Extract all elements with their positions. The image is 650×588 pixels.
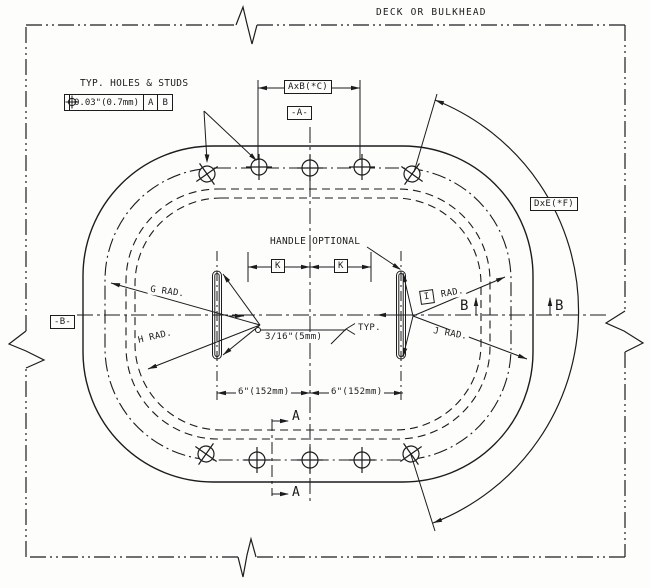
dim-6in-left-label: 6"(152mm) <box>236 387 292 397</box>
stud-hole <box>195 443 217 465</box>
cover-plate-outline <box>82 145 534 483</box>
datum-b-flag: -B- <box>50 315 76 329</box>
dim-6in-right-label: 6"(152mm) <box>329 387 385 397</box>
position-tolerance-icon <box>65 95 79 110</box>
centerlines <box>77 127 610 505</box>
break-symbols <box>7 4 645 578</box>
dim-gap-typ-label: TYP. <box>358 323 381 333</box>
bolt-holes <box>195 154 423 473</box>
bulkhead-border <box>7 4 645 578</box>
section-a-marker-top: A <box>292 409 300 424</box>
datum-a-flag: -A- <box>287 106 313 120</box>
bolt-centerline-obround <box>104 167 512 461</box>
typ-holes-studs-note: TYP. HOLES & STUDS <box>80 78 189 89</box>
bolt-hole <box>349 154 375 180</box>
bolt-hole <box>244 447 270 473</box>
bolt-hole <box>246 154 272 180</box>
dim-dxe-label: DxE(*F) <box>530 197 579 211</box>
opening-hidden-obround-inner <box>134 197 482 431</box>
dim-k-left-label: K <box>271 259 285 273</box>
obround-outlines <box>82 145 534 483</box>
opening-hidden-obround-outer <box>125 188 491 440</box>
datum-ref-b: B <box>157 95 171 110</box>
dim-axb-label: AxB(*C) <box>284 80 333 94</box>
deck-or-bulkhead-note: DECK OR BULKHEAD <box>376 7 487 18</box>
feature-control-frame: 0.03"(0.7mm) A B <box>64 94 173 111</box>
radius-i-box: I <box>419 289 435 305</box>
dimension-lines <box>110 80 551 532</box>
dim-k-right-label: K <box>334 259 348 273</box>
tolerance-value: 0.03"(0.7mm) <box>69 95 143 110</box>
stud-hole <box>400 443 422 465</box>
datum-ref-a: A <box>143 95 157 110</box>
dim-gap-label: 3/16"(5mm) <box>263 332 325 342</box>
bolt-hole <box>297 155 323 181</box>
handle-centerlines <box>216 251 402 400</box>
bolt-hole <box>349 447 375 473</box>
section-a-marker-bottom: A <box>292 485 300 500</box>
bolt-pattern-arc <box>432 99 580 524</box>
stud-hole <box>196 163 218 185</box>
left-handle <box>212 270 222 360</box>
section-b-marker-left: B <box>460 298 469 314</box>
arrowheads <box>111 85 553 523</box>
stud-hole <box>401 163 423 185</box>
bolt-hole <box>297 447 323 473</box>
section-b-marker-right: B <box>555 298 564 314</box>
handle-optional-note: HANDLE OPTIONAL <box>270 236 361 247</box>
